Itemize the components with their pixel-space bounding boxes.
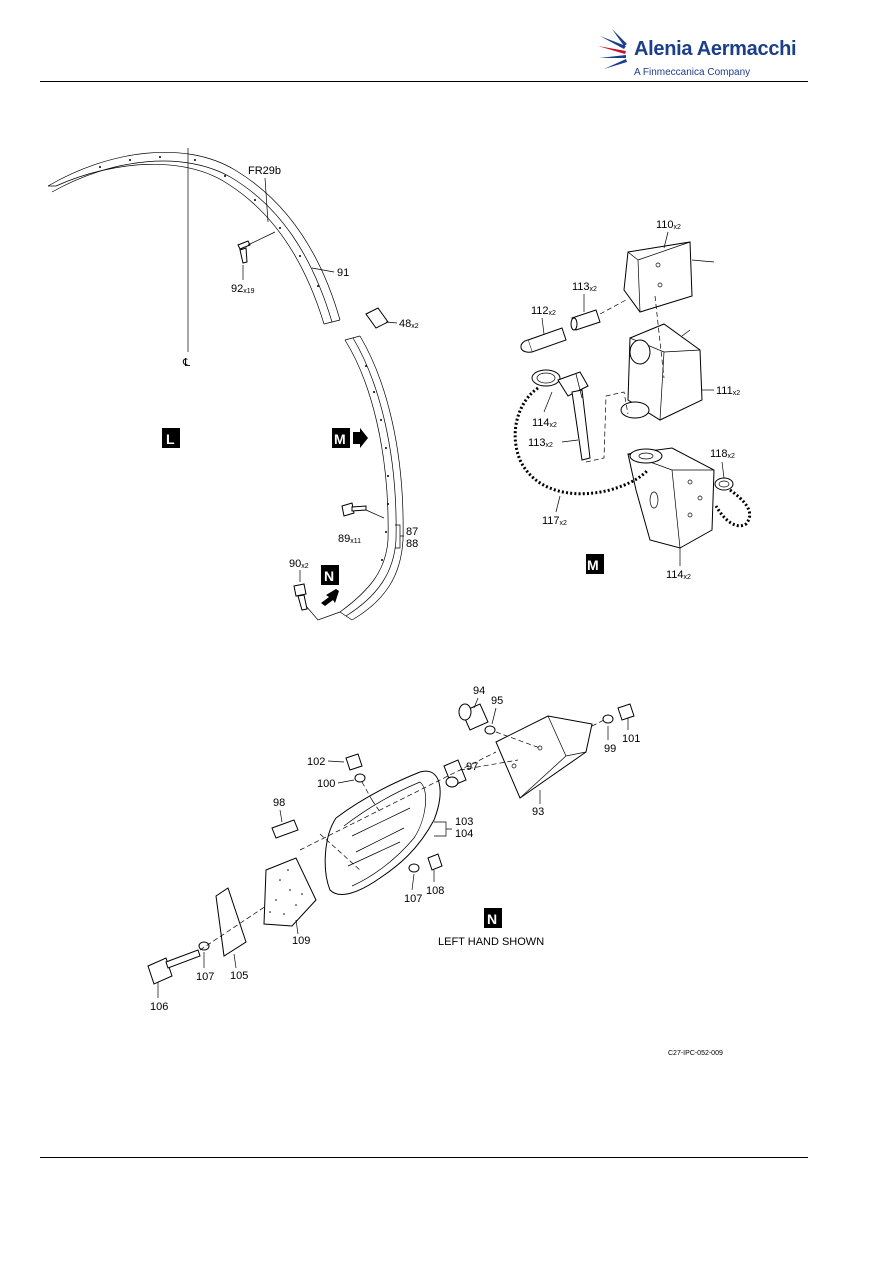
view-badge-m <box>586 554 604 574</box>
part-label-91: 91 <box>337 267 349 279</box>
svg-text:N: N <box>324 568 334 584</box>
part-label-99: 99 <box>604 743 616 755</box>
washer-99 <box>602 714 614 724</box>
part-label-111: 111x2 <box>716 385 740 397</box>
logo-rays-icon <box>598 29 627 69</box>
frame-arc-upper <box>47 151 341 321</box>
screw-90 <box>293 583 308 611</box>
part-label-88: 88 <box>406 538 418 550</box>
part-label-112: 112x2 <box>531 305 556 317</box>
part-label-114-upper: 114x2 <box>532 417 557 429</box>
quick-release-pin-114 <box>531 369 591 461</box>
part-label-48: 48x2 <box>399 318 419 330</box>
part-label-110: 110x2 <box>656 219 681 231</box>
ref-arrow-m-icon <box>353 428 368 448</box>
part-label-95: 95 <box>491 695 503 707</box>
part-label-93: 93 <box>532 806 544 818</box>
screw-89 <box>341 502 367 517</box>
screw-92 <box>237 240 251 264</box>
part-label-118: 118x2 <box>710 448 735 460</box>
centerline-symbol: ℄ <box>182 357 190 369</box>
washer-107-right <box>408 863 420 873</box>
pin-112 <box>527 327 567 353</box>
nut-108 <box>427 853 443 871</box>
pad-109 <box>263 857 317 927</box>
washer-95 <box>484 725 496 735</box>
view-badge-l <box>162 428 180 448</box>
part-label-90: 90x2 <box>289 558 309 570</box>
header-rule <box>40 81 808 82</box>
part-label-89: 89x11 <box>338 533 361 545</box>
part-label-87: 87 <box>406 526 418 538</box>
svg-text:M: M <box>334 431 346 447</box>
part-label-94: 94 <box>473 685 485 697</box>
part-label-101: 101 <box>622 733 640 745</box>
logo-name: Alenia Aermacchi <box>634 38 797 60</box>
part-label-97: 97 <box>466 761 478 773</box>
part-label-104: 104 <box>455 828 473 840</box>
block-110 <box>623 241 693 313</box>
footer-rule <box>40 1157 808 1158</box>
part-label-106: 106 <box>150 1001 168 1013</box>
ref-badge-n <box>321 565 339 585</box>
rivet-holes <box>99 156 389 561</box>
part-label-100: 100 <box>317 778 335 790</box>
washer-107-left <box>198 941 210 951</box>
frame-label: FR29b <box>248 165 281 177</box>
company-logo: Alenia Aermacchi A Finmeccanica Company <box>596 22 797 82</box>
part-label-108: 108 <box>426 885 444 897</box>
bead-chain-117 <box>513 386 650 496</box>
view-n: 93 94 95 99 101 97 103 104 102 <box>147 685 640 1013</box>
fairing-103 <box>324 770 441 895</box>
view-l: ℄ FR29b 92x19 91 48x2 L M 89x11 <box>47 148 419 621</box>
part-label-113-lower: 113x2 <box>528 437 553 449</box>
part-label-105: 105 <box>230 970 248 982</box>
view-m: 110x2 113x2 112x2 111x2 114x2 1 <box>513 219 752 581</box>
part-label-103: 103 <box>455 816 473 828</box>
nut-102 <box>345 753 363 771</box>
part-label-107-left: 107 <box>196 971 214 983</box>
part-label-117: 117x2 <box>542 515 567 527</box>
fitting-114 <box>627 447 715 549</box>
view-n-caption: LEFT HAND SHOWN <box>438 936 544 948</box>
svg-text:N: N <box>487 911 497 927</box>
bracket-48 <box>365 307 389 329</box>
part-label-109: 109 <box>292 935 310 947</box>
part-label-107-right: 107 <box>404 893 422 905</box>
part-label-114-lower: 114x2 <box>666 569 691 581</box>
logo-subtitle: A Finmeccanica Company <box>634 67 751 78</box>
washer-100 <box>354 773 366 783</box>
part-label-92: 92x19 <box>231 283 255 295</box>
ring-118 <box>714 477 734 491</box>
ref-badge-m <box>332 428 350 448</box>
screw-98 <box>271 819 299 839</box>
part-label-113-upper: 113x2 <box>572 281 597 293</box>
frame-arc-lower <box>339 339 389 613</box>
nut-101 <box>617 703 635 721</box>
part-label-102: 102 <box>307 756 325 768</box>
view-badge-n <box>484 908 502 928</box>
wedge-93 <box>495 715 593 799</box>
drawing-id: C27-IPC-052-009 <box>668 1050 723 1057</box>
part-label-98: 98 <box>273 797 285 809</box>
bolt-106 <box>147 949 201 985</box>
svg-text:M: M <box>587 557 599 573</box>
ref-arrow-n-icon <box>321 589 339 606</box>
svg-text:L: L <box>166 431 175 447</box>
